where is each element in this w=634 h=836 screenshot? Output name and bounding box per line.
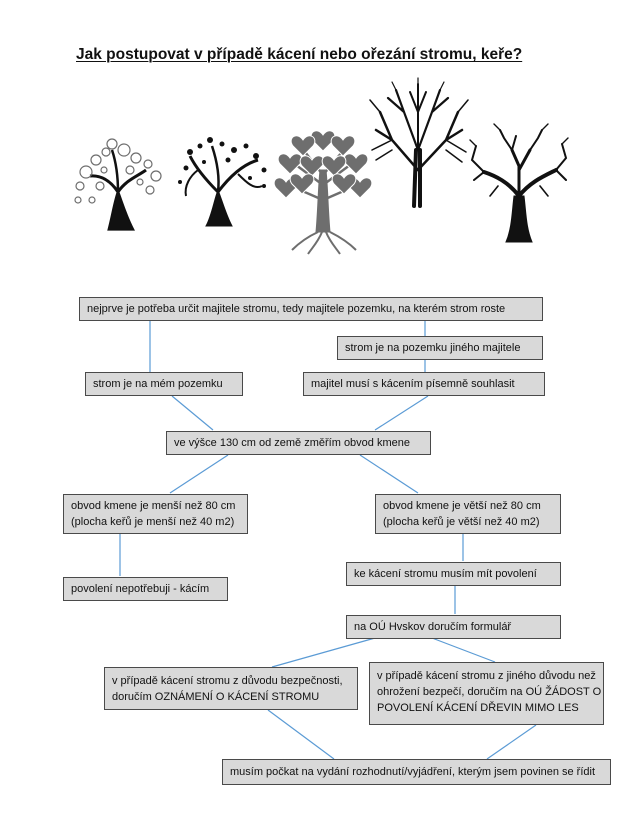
- measure-trunk-box: ve výšce 130 cm od země změřím obvod kme…: [166, 431, 431, 455]
- large-trunk-box: obvod kmene je větší než 80 cm (plocha k…: [375, 494, 561, 534]
- rooted-leaf-tree-icon: [273, 130, 373, 255]
- my-land-box: strom je na mém pozemku: [85, 372, 243, 396]
- connector-consent-to-measure: [374, 395, 429, 431]
- connector-measure-to-large: [359, 454, 419, 494]
- large-trunk-line2: (plocha keřů je větší než 40 m2): [383, 516, 540, 528]
- other-reason-line1: v případě kácení stromu z jiného důvodu …: [377, 670, 596, 682]
- connector-form-to-safety: [271, 637, 376, 668]
- safety-reason-line2: doručím OZNÁMENÍ O KÁCENÍ STROMU: [112, 691, 320, 703]
- tree-illustrations: [74, 77, 569, 255]
- wait-decision-box: musím počkat na vydání rozhodnutí/vyjádř…: [222, 759, 611, 785]
- leafy-swirl-tree-icon: [178, 137, 267, 227]
- other-reason-box: v případě kácení stromu z jiného důvodu …: [369, 662, 604, 725]
- need-permit-box: ke kácení stromu musím mít povolení: [346, 562, 561, 586]
- safety-reason-box: v případě kácení stromu z důvodu bezpečn…: [104, 667, 358, 710]
- no-permit-box: povolení nepotřebuji - kácím: [63, 577, 228, 601]
- bare-tree-icon: [369, 77, 469, 208]
- connector-form-to-other: [431, 637, 496, 663]
- connector-mine-to-measure: [171, 395, 214, 431]
- safety-reason-line1: v případě kácení stromu z důvodu bezpečn…: [112, 675, 343, 687]
- small-trunk-box: obvod kmene je menší než 80 cm (plocha k…: [63, 494, 248, 534]
- small-trunk-line2: (plocha keřů je menší než 40 m2): [71, 516, 235, 528]
- other-reason-line3: POVOLENÍ KÁCENÍ DŘEVIN MIMO LES: [377, 702, 579, 714]
- determine-owner-box: nejprve je potřeba určit majitele stromu…: [79, 297, 543, 321]
- deliver-form-box: na OÚ Hvskov doručím formulář: [346, 615, 561, 639]
- owner-consent-box: majitel musí s kácením písemně souhlasit: [303, 372, 545, 396]
- large-trunk-line1: obvod kmene je větší než 80 cm: [383, 500, 541, 512]
- connector-other-to-wait: [486, 724, 537, 760]
- other-reason-line2: ohrožení bezpečí, doručím na OÚ ŽÁDOST O: [377, 686, 602, 698]
- connector-safety-to-wait: [267, 709, 335, 760]
- swirl-tree-icon: [74, 138, 162, 231]
- other-owner-box: strom je na pozemku jiného majitele: [337, 336, 543, 360]
- small-trunk-line1: obvod kmene je menší než 80 cm: [71, 500, 236, 512]
- connector-measure-to-small: [169, 454, 229, 494]
- gnarled-tree-icon: [469, 123, 569, 243]
- page-title: Jak postupovat v případě kácení nebo oře…: [76, 46, 523, 63]
